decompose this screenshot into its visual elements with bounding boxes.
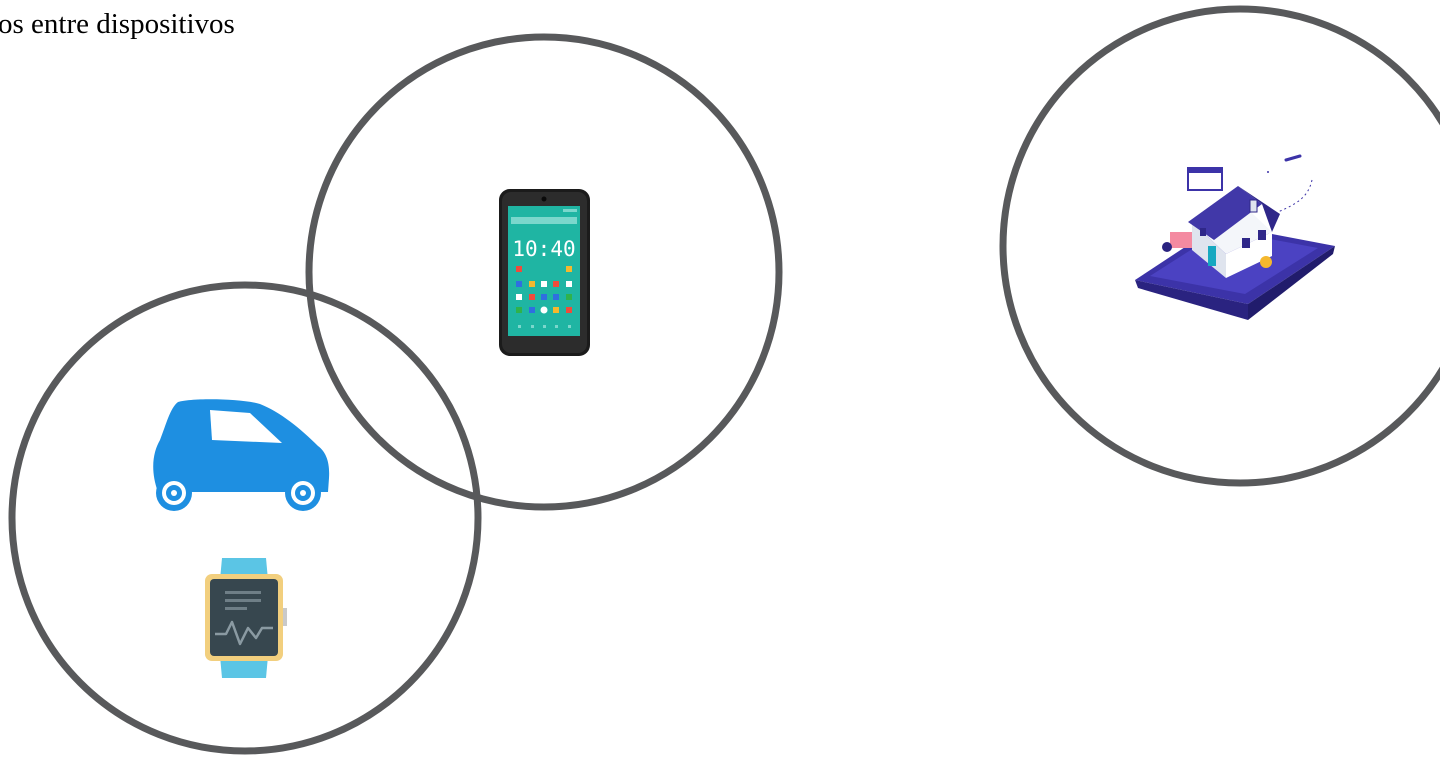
- circle-wearables-zone: [12, 285, 478, 751]
- smartwatch-icon: [205, 558, 287, 678]
- smartphone-icon: 10:40: [499, 189, 590, 356]
- phone-clock: 10:40: [512, 237, 575, 261]
- smart-home-icon: [1135, 156, 1335, 320]
- car-icon: [153, 399, 329, 511]
